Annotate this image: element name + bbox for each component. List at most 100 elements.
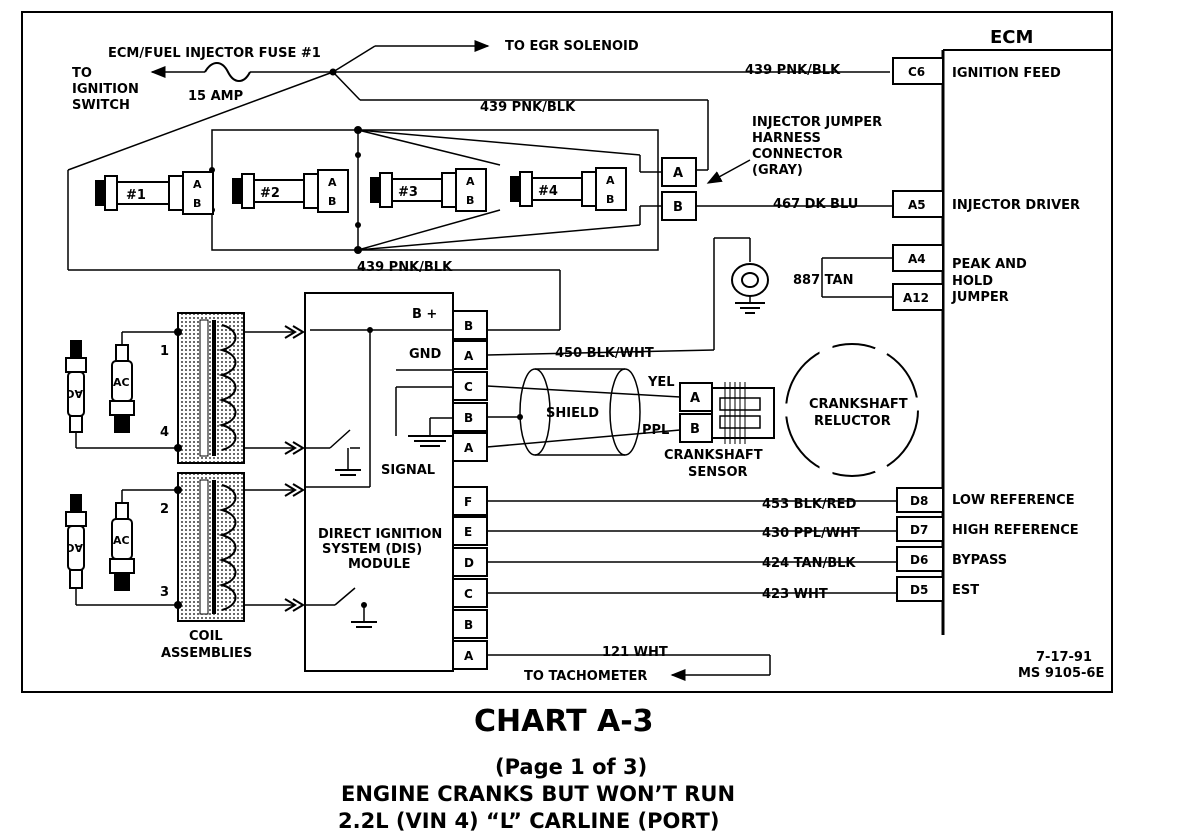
ecm-block: ECM C6 IGNITION FEED A5 INJECTOR DRIVER …	[892, 27, 1112, 635]
dis-to-ecm-wires: 450 BLK/WHT 453 BLK/RED 430 PPL/WHT 424 …	[486, 346, 897, 684]
chart-subtitle: ENGINE CRANKS BUT WON’T RUN	[341, 782, 735, 806]
svg-text:C: C	[464, 587, 473, 601]
coil-assembly-lower: 2 3	[160, 472, 305, 622]
shield-label: SHIELD	[546, 406, 599, 421]
wire-439-bottom: 439 PNK/BLK	[357, 260, 453, 275]
ecm-pin-a12: A12 HOLD JUMPER	[892, 274, 1009, 311]
svg-text:IGNITION: IGNITION	[72, 82, 139, 97]
svg-text:B +: B +	[412, 307, 437, 322]
svg-text:#2: #2	[260, 186, 280, 201]
injector-4: #4 A B	[510, 167, 627, 211]
svg-text:B: B	[193, 197, 201, 210]
injector-3: #3 A B	[370, 168, 487, 212]
fuse-symbol	[204, 62, 251, 82]
svg-text:A: A	[464, 349, 474, 363]
svg-text:EST: EST	[952, 583, 979, 598]
injector-2: #2 A B	[232, 169, 349, 213]
svg-text:B: B	[464, 618, 473, 632]
svg-text:B: B	[690, 422, 700, 437]
svg-text:D7: D7	[910, 523, 928, 537]
spark-plug-1: AC	[109, 344, 135, 433]
ecm-pin-d6: D6 BYPASS	[896, 546, 1007, 572]
svg-text:D6: D6	[910, 553, 928, 567]
svg-text:A12: A12	[903, 291, 929, 305]
svg-text:4: 4	[160, 425, 169, 440]
svg-text:HARNESS: HARNESS	[752, 131, 821, 146]
svg-text:GND: GND	[409, 347, 442, 362]
svg-text:LOW REFERENCE: LOW REFERENCE	[952, 493, 1075, 508]
svg-text:A: A	[690, 391, 700, 406]
svg-text:MODULE: MODULE	[348, 557, 411, 572]
svg-text:A: A	[328, 176, 337, 189]
peak-hold-jumper: 887 TAN	[793, 257, 893, 298]
svg-text:A5: A5	[908, 198, 926, 212]
svg-text:A: A	[464, 441, 474, 455]
svg-text:D5: D5	[910, 583, 928, 597]
svg-text:HIGH REFERENCE: HIGH REFERENCE	[952, 523, 1079, 538]
svg-text:B: B	[464, 411, 473, 425]
svg-text:B: B	[606, 193, 614, 206]
svg-text:#1: #1	[126, 188, 146, 203]
spark-plug-3: AC	[65, 494, 87, 589]
svg-text:D: D	[464, 556, 474, 570]
wire-439-jumper: 439 PNK/BLK	[480, 100, 576, 115]
svg-text:HOLD: HOLD	[952, 274, 993, 289]
shielded-cable: SHIELD YEL PPL	[486, 368, 681, 456]
ecm-pin-d7: D7 HIGH REFERENCE	[896, 516, 1079, 542]
spark-plug-2: AC	[109, 502, 135, 591]
svg-text:SWITCH: SWITCH	[72, 98, 130, 113]
svg-text:B: B	[466, 194, 474, 207]
svg-text:PPL: PPL	[642, 423, 669, 438]
svg-text:B: B	[328, 195, 336, 208]
diagram-border	[21, 11, 1113, 693]
svg-text:YEL: YEL	[647, 375, 675, 390]
svg-text:D8: D8	[910, 494, 928, 508]
coil-label-1: COIL	[189, 629, 223, 644]
wire-450: 450 BLK/WHT	[555, 346, 654, 361]
to-tach-label: TO TACHOMETER	[524, 669, 647, 684]
svg-text:(GRAY): (GRAY)	[752, 163, 803, 178]
ms-code: MS 9105-6E	[1018, 666, 1104, 681]
coil-assembly-upper: 1 4	[160, 312, 305, 464]
wire-453: 453 BLK/RED	[762, 497, 857, 512]
ecm-title: ECM	[990, 27, 1033, 48]
svg-text:E: E	[464, 525, 472, 539]
fuse-rating: 15 AMP	[188, 89, 243, 104]
dis-module: DIRECT IGNITION SYSTEM (DIS) MODULE B + …	[304, 292, 454, 672]
wire-121: 121 WHT	[602, 645, 668, 660]
svg-text:JUMPER: JUMPER	[951, 290, 1009, 305]
wire-887: 887 TAN	[793, 273, 853, 288]
svg-text:A: A	[464, 649, 474, 663]
ecm-pin-a5: A5 INJECTOR DRIVER	[892, 190, 1080, 218]
svg-text:TO: TO	[72, 66, 92, 81]
wire-424: 424 TAN/BLK	[762, 556, 856, 571]
svg-text:BYPASS: BYPASS	[952, 553, 1007, 568]
svg-text:#3: #3	[398, 185, 418, 200]
svg-text:AC: AC	[113, 376, 130, 389]
svg-text:C: C	[464, 380, 473, 394]
svg-text:AC: AC	[66, 387, 83, 400]
svg-text:DIRECT IGNITION: DIRECT IGNITION	[318, 527, 442, 542]
svg-text:INJECTOR DRIVER: INJECTOR DRIVER	[952, 198, 1080, 213]
fuse-circuit: ECM/FUEL INJECTOR FUSE #1 15 AMP TO IGNI…	[67, 39, 890, 331]
dis-lower-connector: F E D C B A	[452, 486, 488, 670]
svg-text:B: B	[464, 319, 473, 333]
svg-text:CRANKSHAFT: CRANKSHAFT	[809, 397, 908, 412]
wire-430: 430 PPL/WHT	[762, 526, 860, 541]
ground-symbol-top	[713, 237, 769, 350]
svg-text:1: 1	[160, 344, 169, 359]
injector-1: #1 A B	[95, 171, 214, 215]
svg-text:A4: A4	[908, 252, 926, 266]
svg-text:C6: C6	[908, 65, 925, 79]
svg-text:CRANKSHAFT: CRANKSHAFT	[664, 448, 763, 463]
dis-upper-connector: B A C B A	[452, 310, 488, 462]
svg-text:PEAK AND: PEAK AND	[952, 257, 1027, 272]
svg-text:A: A	[193, 178, 202, 191]
ecm-pin-c6: C6 IGNITION FEED	[892, 57, 1061, 85]
svg-text:F: F	[464, 495, 472, 509]
svg-text:AC: AC	[113, 534, 130, 547]
fuse-name: ECM/FUEL INJECTOR FUSE #1	[108, 46, 321, 61]
ecm-pin-d8: D8 LOW REFERENCE	[896, 487, 1075, 513]
svg-text:B: B	[673, 200, 683, 215]
